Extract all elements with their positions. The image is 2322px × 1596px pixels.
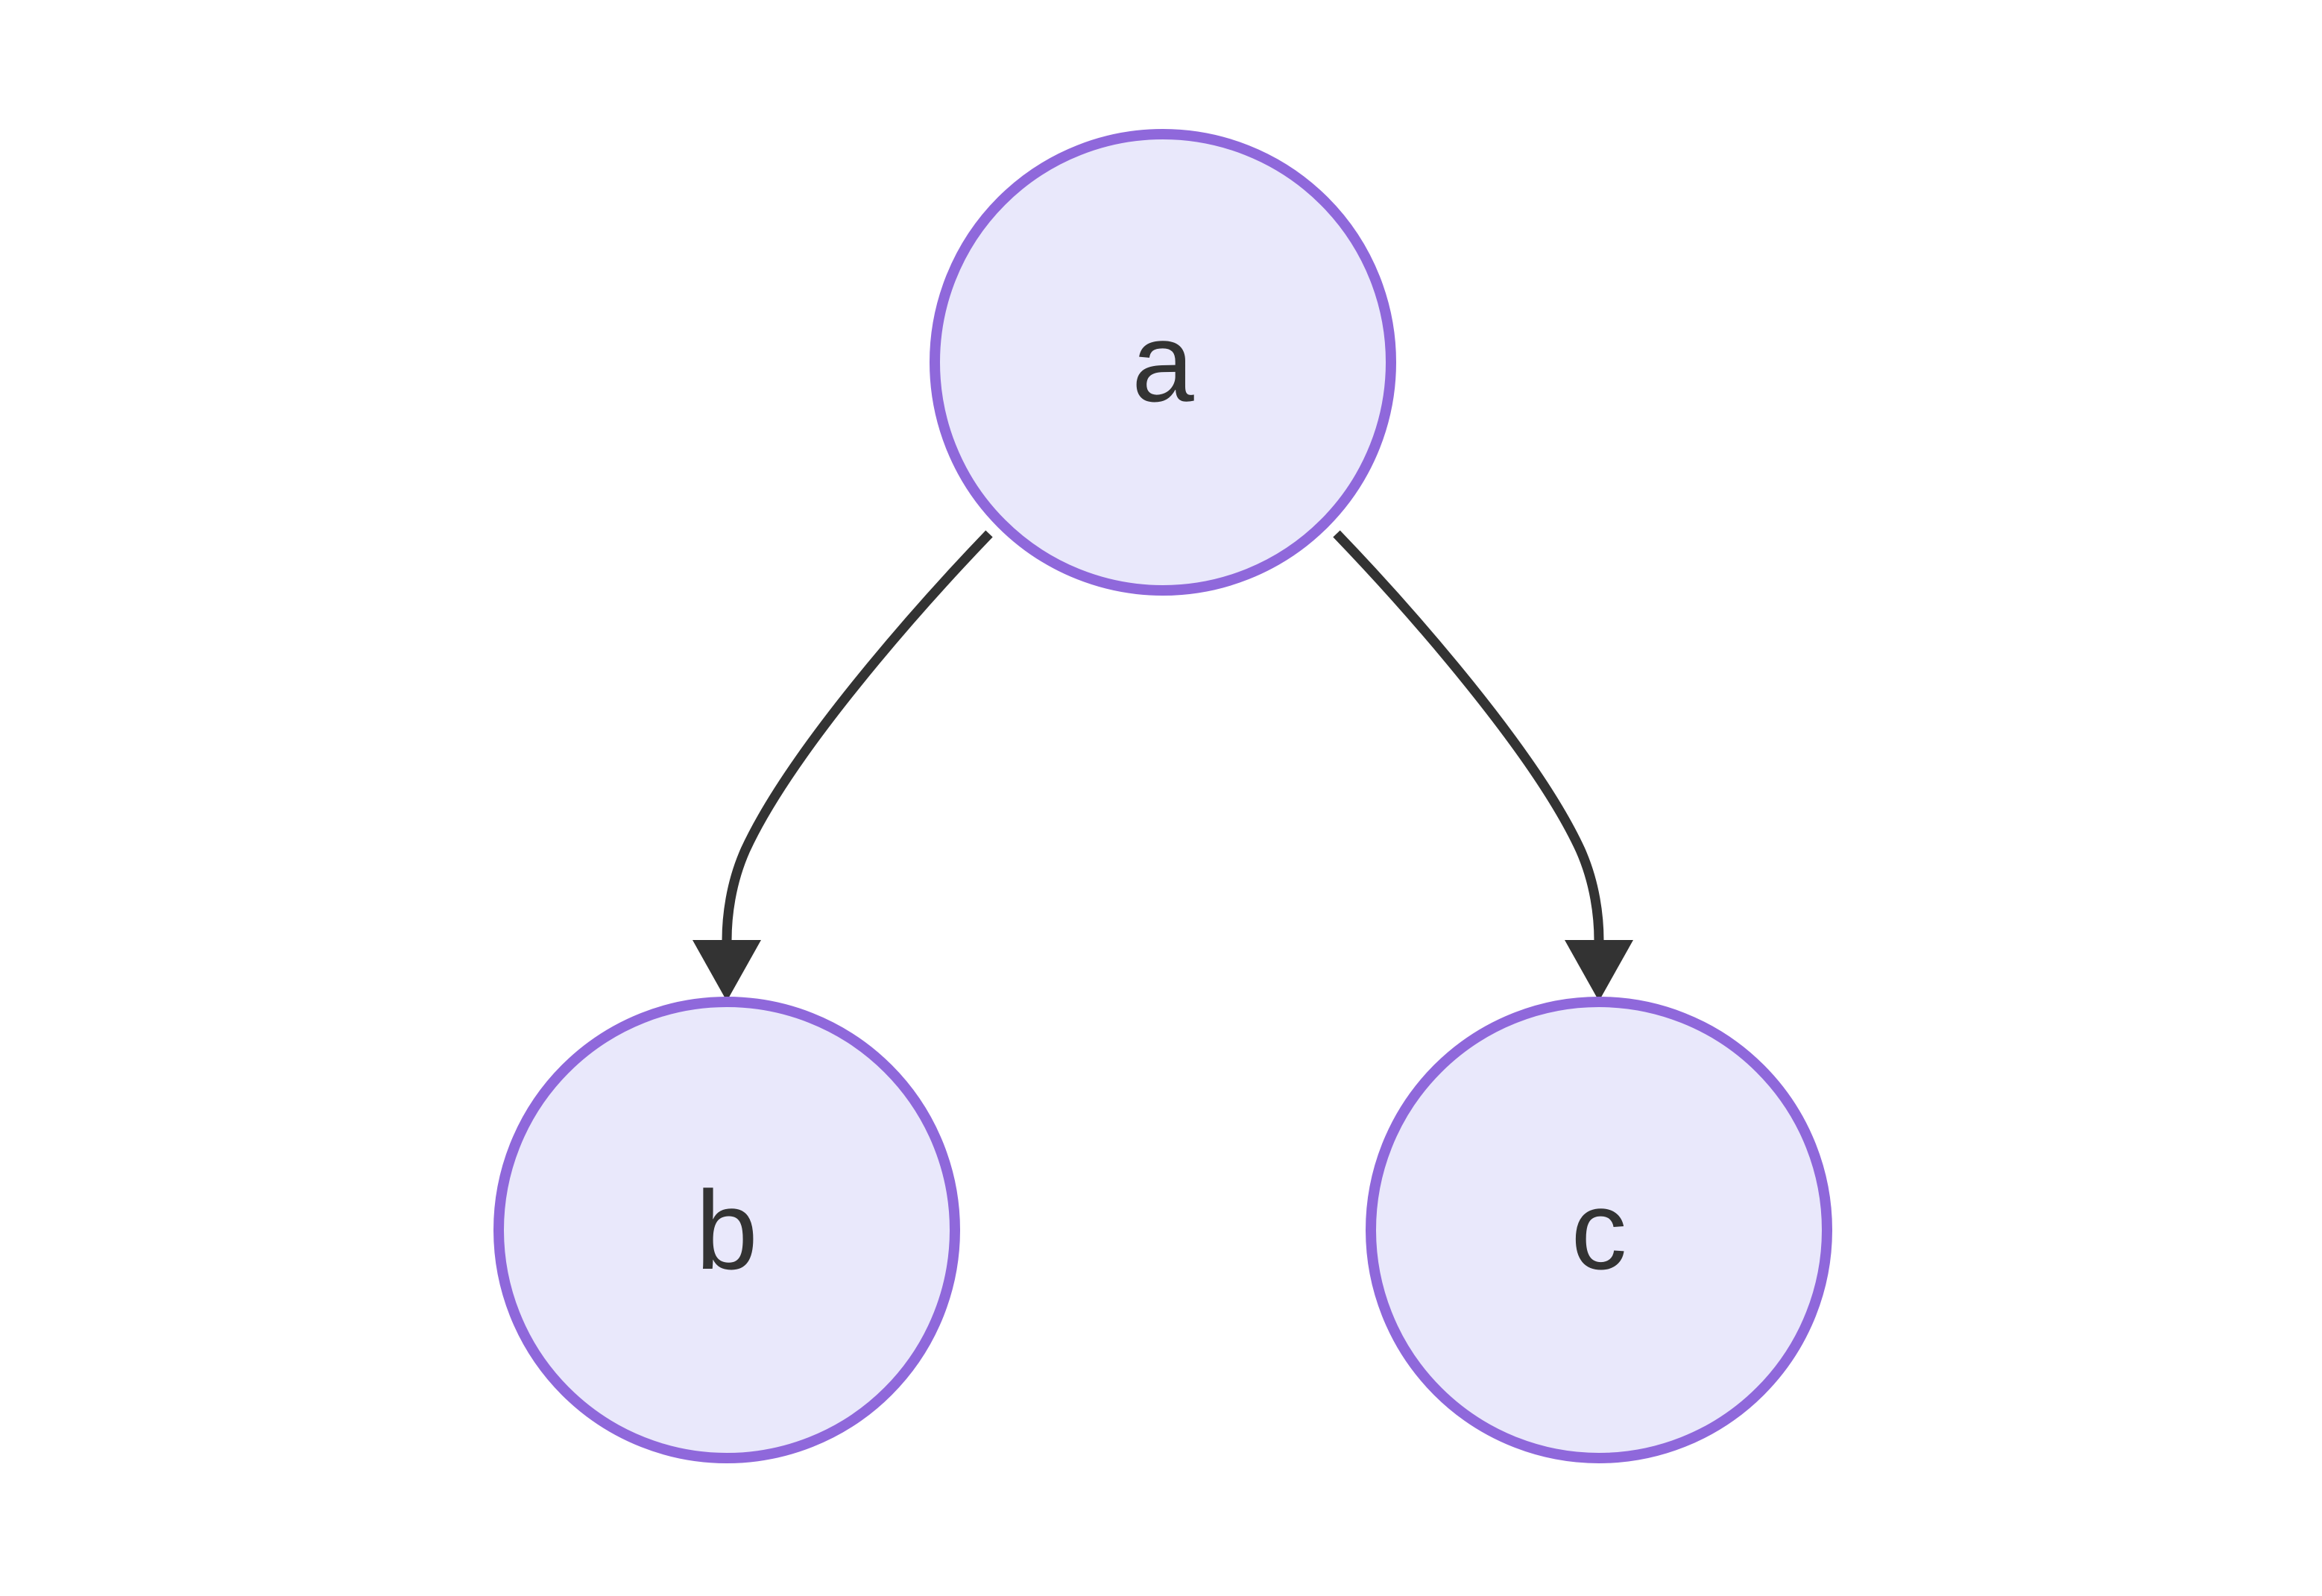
edge-a-to-c xyxy=(1333,530,1604,941)
node-a-label: a xyxy=(1132,300,1194,425)
nodes-layer: a b c xyxy=(493,129,1832,1463)
node-b[interactable]: b xyxy=(493,997,960,1463)
node-c-circle[interactable] xyxy=(1366,997,1832,1463)
node-b-label: b xyxy=(695,1167,757,1293)
edge-a-to-b xyxy=(722,530,993,941)
node-a[interactable]: a xyxy=(930,129,1396,596)
arrowhead-a-to-c xyxy=(1565,940,1633,1001)
edges-layer xyxy=(722,530,1604,941)
node-c-label: c xyxy=(1571,1167,1627,1293)
node-c[interactable]: c xyxy=(1366,997,1832,1463)
node-b-circle[interactable] xyxy=(493,997,960,1463)
node-a-circle[interactable] xyxy=(930,129,1396,596)
arrowheads-layer xyxy=(693,940,1633,1001)
arrowhead-a-to-b xyxy=(693,940,761,1001)
